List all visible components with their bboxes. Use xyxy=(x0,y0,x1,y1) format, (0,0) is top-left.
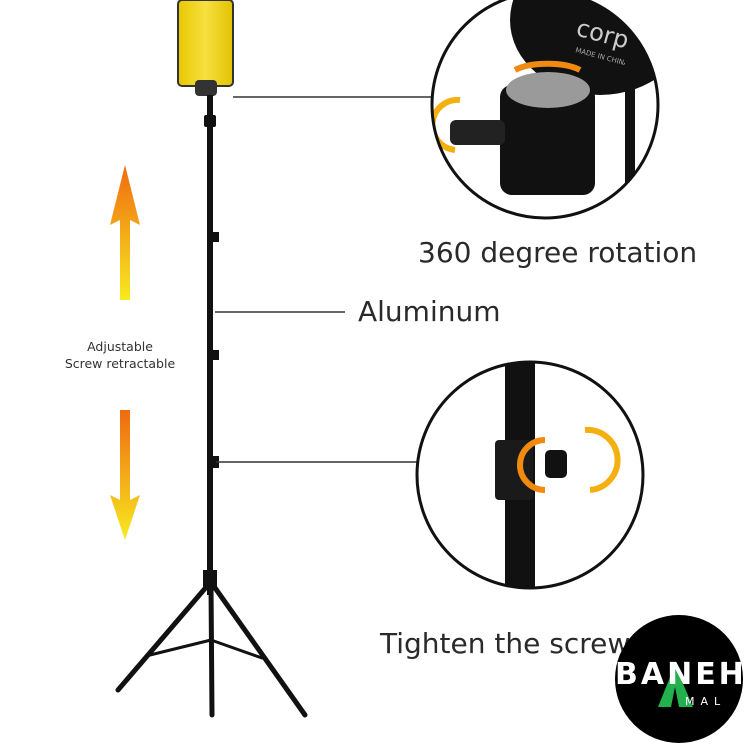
adjustable-line2: Screw retractable xyxy=(64,356,176,371)
arrow-down-icon xyxy=(110,410,140,540)
rotation-label: 360 degree rotation xyxy=(418,236,698,269)
arrow-up-icon xyxy=(110,165,140,300)
light-mount xyxy=(195,80,217,96)
adjustable-label: Adjustable Screw retractable xyxy=(50,338,190,372)
leader-lines xyxy=(215,96,440,463)
tripod-legs xyxy=(115,582,308,718)
tent-icon xyxy=(658,665,693,707)
light-panel xyxy=(177,0,234,87)
tighten-arrow-icon xyxy=(517,437,546,493)
brand-logo: BANEH MAL xyxy=(615,615,747,743)
stand-pole xyxy=(207,95,213,595)
material-label: Aluminum xyxy=(358,295,501,328)
logo-subtext: MAL xyxy=(685,695,727,708)
rotation-detail-circle: corp MADE IN CHINA xyxy=(432,0,658,218)
tighten-arrow-icon xyxy=(584,426,621,493)
screw-detail-circle xyxy=(417,362,643,588)
adjustable-line1: Adjustable xyxy=(87,339,153,354)
rotation-arrow-icon xyxy=(513,60,582,73)
logo-text: BANEH xyxy=(615,657,747,692)
tighten-label: Tighten the screw xyxy=(380,627,631,660)
